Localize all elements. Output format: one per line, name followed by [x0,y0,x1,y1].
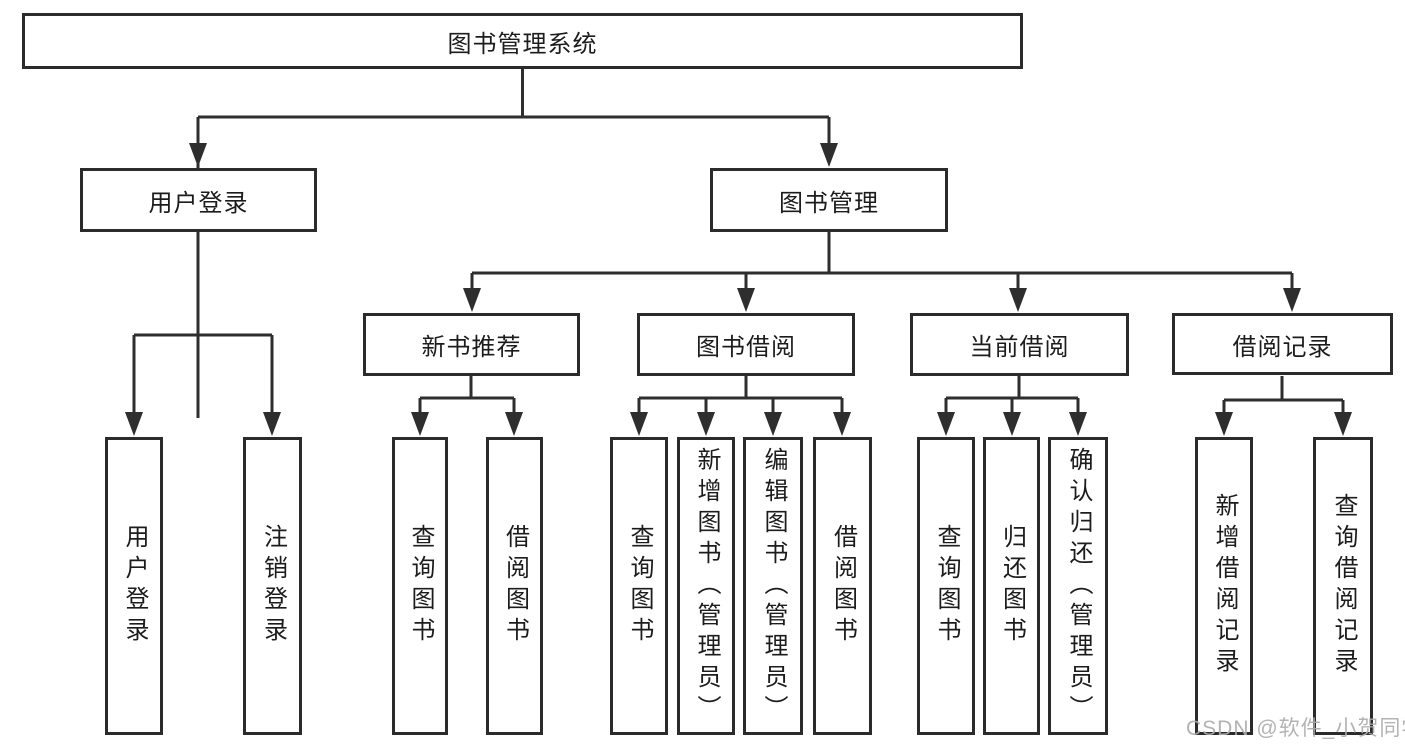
connector-current-borrow-branch [944,376,1080,418]
arrow-icon [833,412,851,436]
leaf-add-books-admin: 新增图书（管理员） [677,437,735,735]
leaf-query-books-recommend: 查询图书 [392,437,448,735]
arrow-icon [737,288,755,312]
node-label: 借阅记录 [1232,333,1333,361]
node-label: 新增借阅记录 [1211,493,1238,679]
leaf-user-login: 用户登录 [105,437,163,735]
node-label: 新增图书（管理员） [693,446,720,726]
node-current-borrowing: 当前借阅 [910,313,1129,376]
node-label: 查询图书 [626,524,653,648]
node-new-book-recommendation: 新书推荐 [363,313,580,376]
node-label: 查询图书 [933,524,960,648]
node-borrowing-records: 借阅记录 [1172,313,1393,375]
node-label: 图书管理 [779,189,879,217]
node-label: 用户登录 [148,189,249,217]
node-library-management-system: 图书管理系统 [22,13,1023,69]
arrow-icon [263,412,281,436]
arrow-icon [411,412,429,436]
node-label: 借阅图书 [501,524,529,648]
arrow-icon [505,412,523,436]
arrow-icon [1215,412,1233,436]
arrow-icon [937,412,955,436]
node-user-login: 用户登录 [80,168,317,232]
connector-root-to-level2 [196,69,831,418]
arrow-icon [1334,412,1352,436]
leaf-query-books-borrowing: 查询图书 [610,437,668,735]
arrow-icon [1003,412,1021,436]
watermark: CSDN @软件_小贺同学 [1186,717,1405,740]
arrow-icon [1009,288,1027,312]
connector-book-management-branch [470,232,1294,295]
node-label: 确认归还（管理员） [1065,446,1092,726]
arrow-icon [1283,288,1301,312]
arrow-icon [125,412,143,436]
node-label: 查询图书 [407,524,434,648]
connector-user-login-branch [132,232,274,418]
arrow-icon [1069,412,1087,436]
node-label: 查询借阅记录 [1330,493,1357,679]
connector-borrow-record-branch [1222,376,1345,418]
arrow-icon [820,143,838,167]
node-label: 新书推荐 [421,334,522,361]
leaf-add-borrow-record: 新增借阅记录 [1195,437,1253,735]
arrow-icon [697,412,715,436]
leaf-confirm-return-admin: 确认归还（管理员） [1048,437,1108,735]
node-label: 借阅图书 [829,524,857,648]
leaf-logout: 注销登录 [243,437,302,735]
leaf-borrow-books: 借阅图书 [813,437,872,735]
leaf-query-borrow-record: 查询借阅记录 [1313,437,1373,735]
leaf-edit-books-admin: 编辑图书（管理员） [743,437,803,735]
leaf-query-books-current: 查询图书 [917,437,975,735]
arrow-icon [463,288,481,312]
leaf-borrow-books-recommend: 借阅图书 [486,437,543,735]
node-book-management: 图书管理 [710,168,948,232]
node-label: 图书管理系统 [447,30,598,58]
node-label: 用户登录 [121,524,148,648]
arrow-icon [764,412,782,436]
node-label: 归还图书 [998,524,1026,648]
arrow-icon [630,412,648,436]
node-label: 编辑图书（管理员） [760,446,787,726]
node-book-borrowing: 图书借阅 [637,313,855,376]
node-label: 当前借阅 [969,334,1070,361]
connector-book-borrow-branch [637,376,844,418]
node-label: 注销登录 [259,524,287,648]
arrow-icon [189,143,207,167]
leaf-return-books: 归还图书 [983,437,1040,735]
node-label: 图书借阅 [696,334,796,361]
connector-new-book-branch [418,376,516,418]
